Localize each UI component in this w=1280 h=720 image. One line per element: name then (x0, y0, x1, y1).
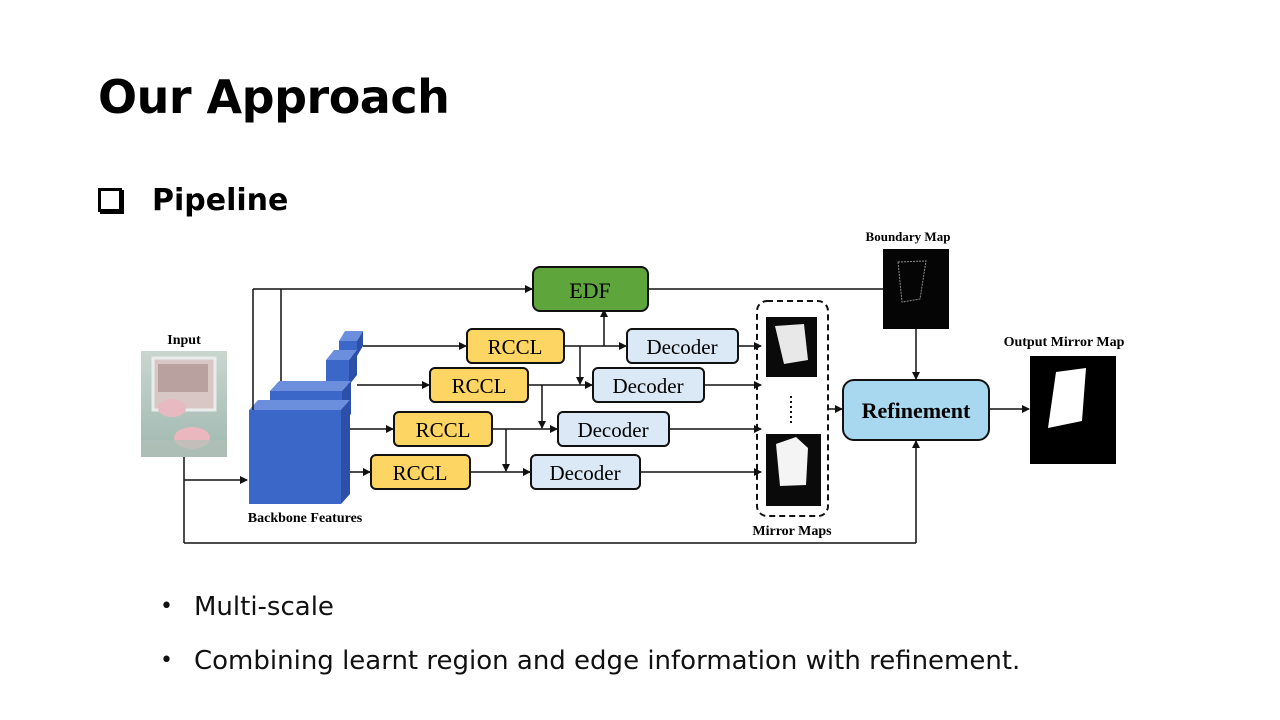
output-mirror-map-image (1030, 356, 1116, 464)
decoder-label: Decoder (577, 418, 648, 442)
edf-block: EDF (532, 266, 649, 312)
rccl-block: RCCL (429, 367, 529, 403)
connector-lines (183, 285, 1030, 544)
rccl-block: RCCL (370, 454, 471, 490)
bullet-text: Combining learnt region and edge informa… (194, 646, 1021, 676)
bullet-item: • Multi-scale (160, 588, 1020, 642)
input-label: Input (167, 333, 201, 348)
boundary-map-label: Boundary Map (866, 229, 951, 244)
decoder-label: Decoder (646, 335, 717, 359)
decoder-block: Decoder (592, 367, 705, 403)
rccl-label: RCCL (452, 374, 507, 398)
mirror-shape (775, 324, 808, 364)
output-mirror-map-label: Output Mirror Map (1004, 335, 1125, 350)
rccl-label: RCCL (488, 335, 543, 359)
decoder-label: Decoder (612, 374, 683, 398)
bullet-text: Multi-scale (194, 592, 334, 622)
boundary-map-image (883, 249, 949, 329)
decoder-block: Decoder (530, 454, 641, 490)
decoder-block: Decoder (557, 411, 670, 447)
slide-title: Our Approach (98, 70, 450, 124)
mirror-shape (776, 437, 808, 486)
mirror-maps-label: Mirror Maps (752, 524, 832, 539)
edf-label: EDF (569, 278, 611, 303)
rccl-block: RCCL (466, 328, 565, 364)
rccl-label: RCCL (393, 461, 448, 485)
decoder-block: Decoder (626, 328, 739, 364)
bullet-dot-icon: • (160, 594, 173, 619)
rccl-label: RCCL (416, 418, 471, 442)
bullet-dot-icon: • (160, 648, 173, 673)
section-label: Pipeline (152, 182, 289, 218)
mirror-maps-group (756, 300, 829, 517)
rccl-block: RCCL (393, 411, 493, 447)
checkbox-bullet-icon (98, 188, 122, 212)
backbone-feature-stack (249, 331, 363, 504)
bullet-list: • Multi-scale • Combining learnt region an… (160, 588, 1020, 696)
bullet-item: • Combining learnt region and edge inform… (160, 642, 1020, 696)
section-heading: Pipeline (98, 180, 288, 220)
input-image (141, 351, 227, 457)
refinement-label: Refinement (862, 398, 971, 423)
refinement-block: Refinement (842, 379, 990, 441)
decoder-label: Decoder (549, 461, 620, 485)
backbone-label: Backbone Features (248, 511, 363, 526)
